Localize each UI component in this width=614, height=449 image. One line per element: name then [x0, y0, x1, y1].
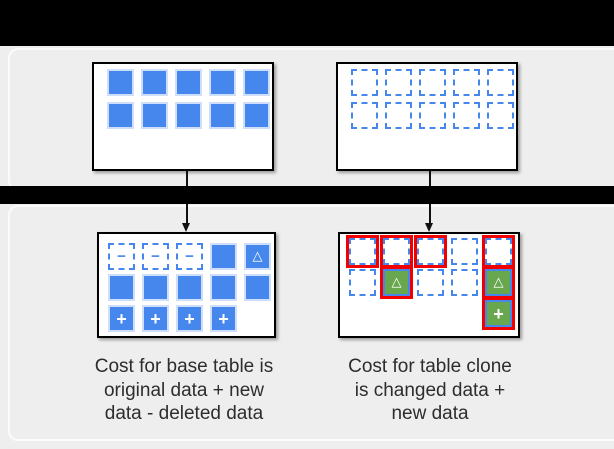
- caption-line: new data: [391, 403, 469, 424]
- cell-solid: [175, 69, 202, 96]
- caption-line: original data + new: [103, 379, 265, 401]
- cell-solid: [209, 69, 236, 96]
- cell-dashed: [417, 269, 444, 296]
- cell-dashed: [487, 102, 514, 129]
- cell-solid: [108, 274, 135, 301]
- redaction-bar-top: [0, 0, 614, 46]
- cell-solid: [209, 102, 236, 129]
- cell-dashed: [487, 69, 514, 96]
- cell-solid: [141, 102, 168, 129]
- cell-solid: [107, 69, 134, 96]
- table-clone-after-box: △ △ +: [338, 232, 520, 338]
- cell-solid: [142, 274, 169, 301]
- base-table-before-box: [92, 62, 274, 171]
- cell-dashed-red: [485, 238, 512, 265]
- cell-dashed: [349, 269, 376, 296]
- base-table-after-box: −−−△++++: [97, 232, 276, 338]
- cell-dashed: [451, 238, 478, 265]
- cell-dashed: [419, 102, 446, 129]
- redaction-bar-middle: [0, 186, 614, 204]
- caption-line: Cost for table clone: [348, 356, 512, 377]
- caption-table-clone: Cost for table clone is changed data + n…: [310, 355, 550, 426]
- cell-solid: [141, 69, 168, 96]
- table-clone-before-box: [336, 62, 518, 171]
- cell-dashed-minus: −: [108, 243, 135, 270]
- cell-dashed-minus: −: [176, 243, 203, 270]
- cell-dashed: [453, 69, 480, 96]
- caption-base-table: Cost for base table is original data + n…: [64, 355, 304, 426]
- cell-dashed: [385, 102, 412, 129]
- cell-dashed: [453, 102, 480, 129]
- cell-solid-plus: +: [108, 305, 135, 332]
- cell-dashed: [451, 269, 478, 296]
- cell-dashed-red: [383, 238, 410, 265]
- cell-green-delta-red: △: [383, 269, 410, 296]
- cell-dashed-red: [417, 238, 444, 265]
- cell-solid: [243, 102, 270, 129]
- cell-dashed: [419, 69, 446, 96]
- cell-dashed-red: [349, 238, 376, 265]
- cell-solid: [244, 274, 271, 301]
- caption-line: data - deleted data: [104, 403, 264, 424]
- cell-solid: [107, 102, 134, 129]
- cell-dashed: [385, 69, 412, 96]
- cell-solid: [243, 69, 270, 96]
- cell-solid-plus: +: [210, 305, 237, 332]
- cell-solid: [210, 274, 237, 301]
- cell-solid-plus: +: [142, 305, 169, 332]
- cell-green-plus-red: +: [485, 300, 512, 327]
- arrow-head: [425, 223, 433, 232]
- cell-dashed: [351, 69, 378, 96]
- cell-dashed: [351, 102, 378, 129]
- cell-dashed-minus: −: [142, 243, 169, 270]
- section-panel-bottom: [8, 205, 614, 441]
- cell-green-delta-red: △: [485, 269, 512, 296]
- cell-solid-plus: +: [176, 305, 203, 332]
- caption-line: Cost for base table is: [94, 356, 274, 377]
- cell-solid: [210, 243, 237, 270]
- cell-solid: [176, 274, 203, 301]
- caption-line: is changed data +: [354, 379, 506, 401]
- cell-solid-delta: △: [244, 243, 271, 270]
- cell-solid: [175, 102, 202, 129]
- arrow-head: [182, 223, 190, 232]
